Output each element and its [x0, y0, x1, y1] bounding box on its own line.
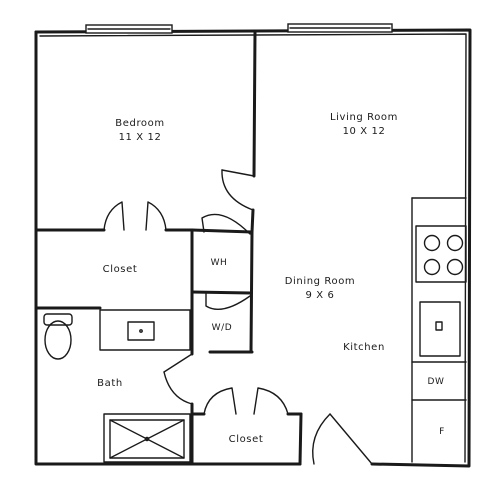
stove-burners [423, 234, 464, 276]
wall-utility-right [249, 230, 254, 354]
dishwasher-label: DW [427, 377, 444, 387]
vanity-sink [127, 321, 155, 341]
door-bath [163, 353, 193, 405]
bath-label: Bath [97, 378, 123, 389]
wall-wh-top [190, 228, 254, 234]
fridge-label: F [439, 427, 445, 437]
wall-bedroom-living [252, 30, 257, 178]
door-wd [205, 291, 251, 310]
kitchen-cabinets [411, 197, 467, 463]
toilet [43, 313, 73, 360]
door-entry [312, 413, 373, 465]
door-wh [201, 213, 251, 235]
living-room-label: Living Room [330, 112, 398, 123]
kitchen-sink-drain [435, 321, 443, 331]
living-room-size: 10 X 12 [343, 126, 386, 137]
door-bedroom [221, 169, 255, 211]
door-closet-entry [203, 387, 289, 415]
dining-room-label: Dining Room [285, 276, 356, 287]
kitchen-label: Kitchen [343, 342, 385, 353]
exterior-walls [34, 28, 472, 468]
wall-wh-wd [190, 290, 252, 295]
closet-bedroom-label: Closet [103, 264, 138, 275]
vanity-drain [139, 329, 143, 333]
wh-label: WH [211, 258, 228, 268]
wall-bedroom-living-lower [250, 208, 255, 234]
wall-closet-entry-right [298, 412, 303, 466]
dining-room-size: 9 X 6 [306, 290, 335, 301]
wd-label: W/D [212, 323, 233, 333]
bathtub [103, 413, 191, 463]
kitchen-sink [419, 301, 461, 357]
bedroom-label: Bedroom [115, 118, 164, 129]
door-closet-bedroom [103, 201, 167, 231]
closet-entry-label: Closet [229, 434, 264, 445]
bedroom-size: 11 X 12 [119, 132, 162, 143]
vanity-counter [99, 309, 191, 351]
range [415, 225, 467, 283]
